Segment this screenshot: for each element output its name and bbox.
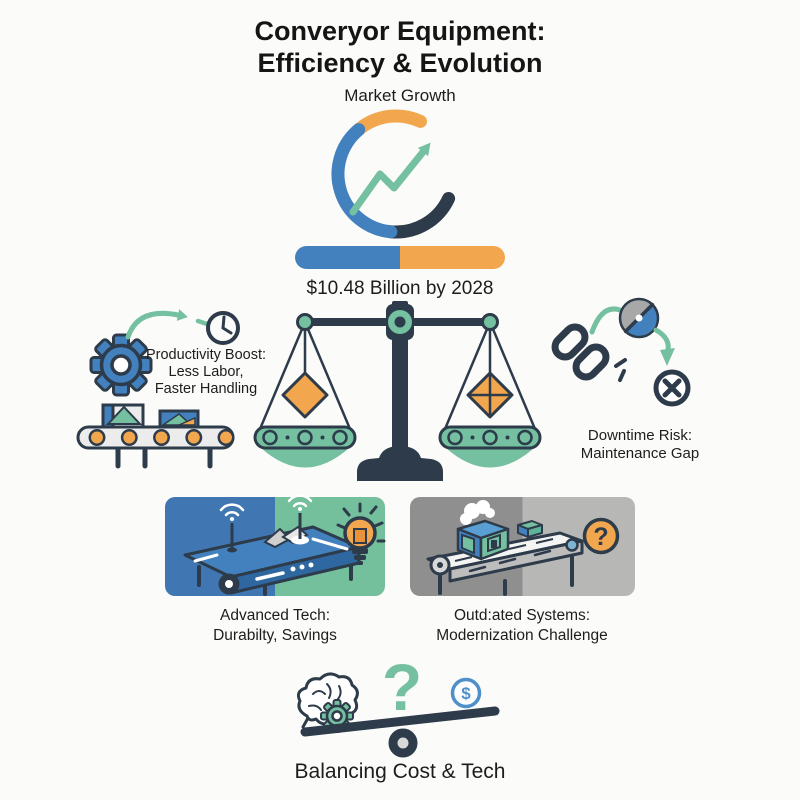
- smoke-icon: [460, 500, 495, 525]
- flow-arc: [589, 306, 623, 335]
- outdated-systems-panel: ?: [410, 497, 635, 596]
- error-icon: [653, 369, 691, 407]
- dollar-glyph: $: [461, 684, 471, 703]
- conveyor-belt-icon: [76, 403, 235, 469]
- pivot-hole: [394, 316, 406, 328]
- belt-highlight: [193, 537, 349, 563]
- dollar-coin-icon: $: [450, 677, 482, 709]
- caption-line: Outd:ated Systems:: [453, 607, 591, 624]
- callout-line: Maintenance Gap: [580, 444, 700, 462]
- conveyor-rollers: [88, 429, 235, 446]
- callout-line: Less Labor,: [168, 364, 244, 381]
- market-value-caption: $10.48 Billion by 2028: [306, 278, 494, 299]
- callout-line: Faster Handling: [154, 381, 258, 398]
- belt-dot: [290, 566, 296, 572]
- question-glyph: ?: [593, 523, 608, 551]
- break-marks: [614, 358, 627, 382]
- roller-hub: [225, 580, 233, 588]
- downtime-callout: Downtime Risk: Maintenance Gap: [565, 427, 715, 462]
- beam-end-right: [481, 313, 499, 331]
- advanced-conveyor-illustration: [183, 494, 386, 596]
- clock-icon: [206, 311, 240, 345]
- right-pan-tray: [438, 425, 542, 450]
- gear-icon: [89, 333, 153, 397]
- progress-bar-right: [400, 246, 505, 269]
- downtime-cluster: [551, 297, 691, 407]
- package-box: [101, 403, 145, 429]
- seesaw-icon: ? $: [297, 650, 500, 758]
- right-diamond-weight: [466, 371, 514, 419]
- advanced-tech-panel: [165, 494, 386, 596]
- seesaw-fulcrum: [388, 728, 418, 758]
- machine-box: [456, 519, 510, 561]
- roller-hub: [437, 562, 443, 568]
- belt-dashes: [468, 549, 552, 573]
- beam-end-left: [296, 313, 314, 331]
- belt-dash: [255, 571, 285, 581]
- productivity-cluster: [76, 309, 240, 469]
- ring-blue-segment: [331, 123, 398, 239]
- wifi-icon: [219, 503, 245, 553]
- left-diamond-weight: [281, 371, 329, 419]
- progress-bar-left: [295, 246, 400, 269]
- belt-dot: [308, 562, 314, 568]
- title-line1: Converyor Equipment:: [254, 16, 546, 46]
- market-growth-label: Market Growth: [344, 86, 456, 105]
- left-pan-bowl: [261, 448, 349, 468]
- question-mark: ?: [382, 650, 422, 724]
- callout-line: Downtime Risk:: [587, 427, 693, 444]
- caption-line: Durabilty, Savings: [213, 627, 337, 645]
- title-line2: Efficiency & Evolution: [257, 47, 543, 78]
- package-box: [158, 409, 200, 429]
- roller: [565, 538, 579, 552]
- advanced-caption: Advanced Tech: Durabilty, Savings: [185, 606, 365, 646]
- scale-base: [357, 446, 443, 481]
- footer-caption: Balancing Cost & Tech: [294, 760, 506, 783]
- caption-line: Modernization Challenge: [436, 627, 608, 645]
- page-title: Converyor Equipment: Efficiency & Evolut…: [0, 16, 800, 80]
- progress-bar: [295, 246, 505, 269]
- belt-dot: [299, 564, 305, 570]
- gauge-icon: [618, 297, 660, 339]
- ring-dark-segment: [384, 192, 456, 239]
- fail-arrow-icon: [653, 327, 675, 366]
- wifi-icon: [287, 494, 313, 545]
- growth-ring-icon: [331, 109, 456, 239]
- conveyor-legs: [438, 549, 574, 596]
- outdated-conveyor-illustration: ?: [426, 500, 620, 596]
- trend-arrowhead: [417, 142, 431, 157]
- balance-scale-icon: [253, 301, 542, 481]
- scale-post: [392, 337, 408, 459]
- flow-arrow-icon: [125, 309, 210, 340]
- right-pan-bowl: [446, 448, 534, 468]
- caption-line: Advanced Tech:: [219, 607, 330, 624]
- chain-icon: [551, 323, 627, 382]
- left-pan-tray: [253, 425, 357, 450]
- productivity-callout: Productivity Boost: Less Labor, Faster H…: [136, 347, 276, 398]
- small-box: [517, 520, 543, 538]
- trend-arrow-icon: [349, 148, 427, 216]
- ring-orange-segment: [352, 109, 427, 137]
- lightbulb-icon: [336, 502, 386, 565]
- seesaw-bar: [300, 706, 500, 737]
- outdated-caption: Outd:ated Systems: Modernization Challen…: [412, 606, 632, 646]
- question-badge: ?: [582, 517, 620, 555]
- callout-line: Productivity Boost:: [145, 347, 267, 363]
